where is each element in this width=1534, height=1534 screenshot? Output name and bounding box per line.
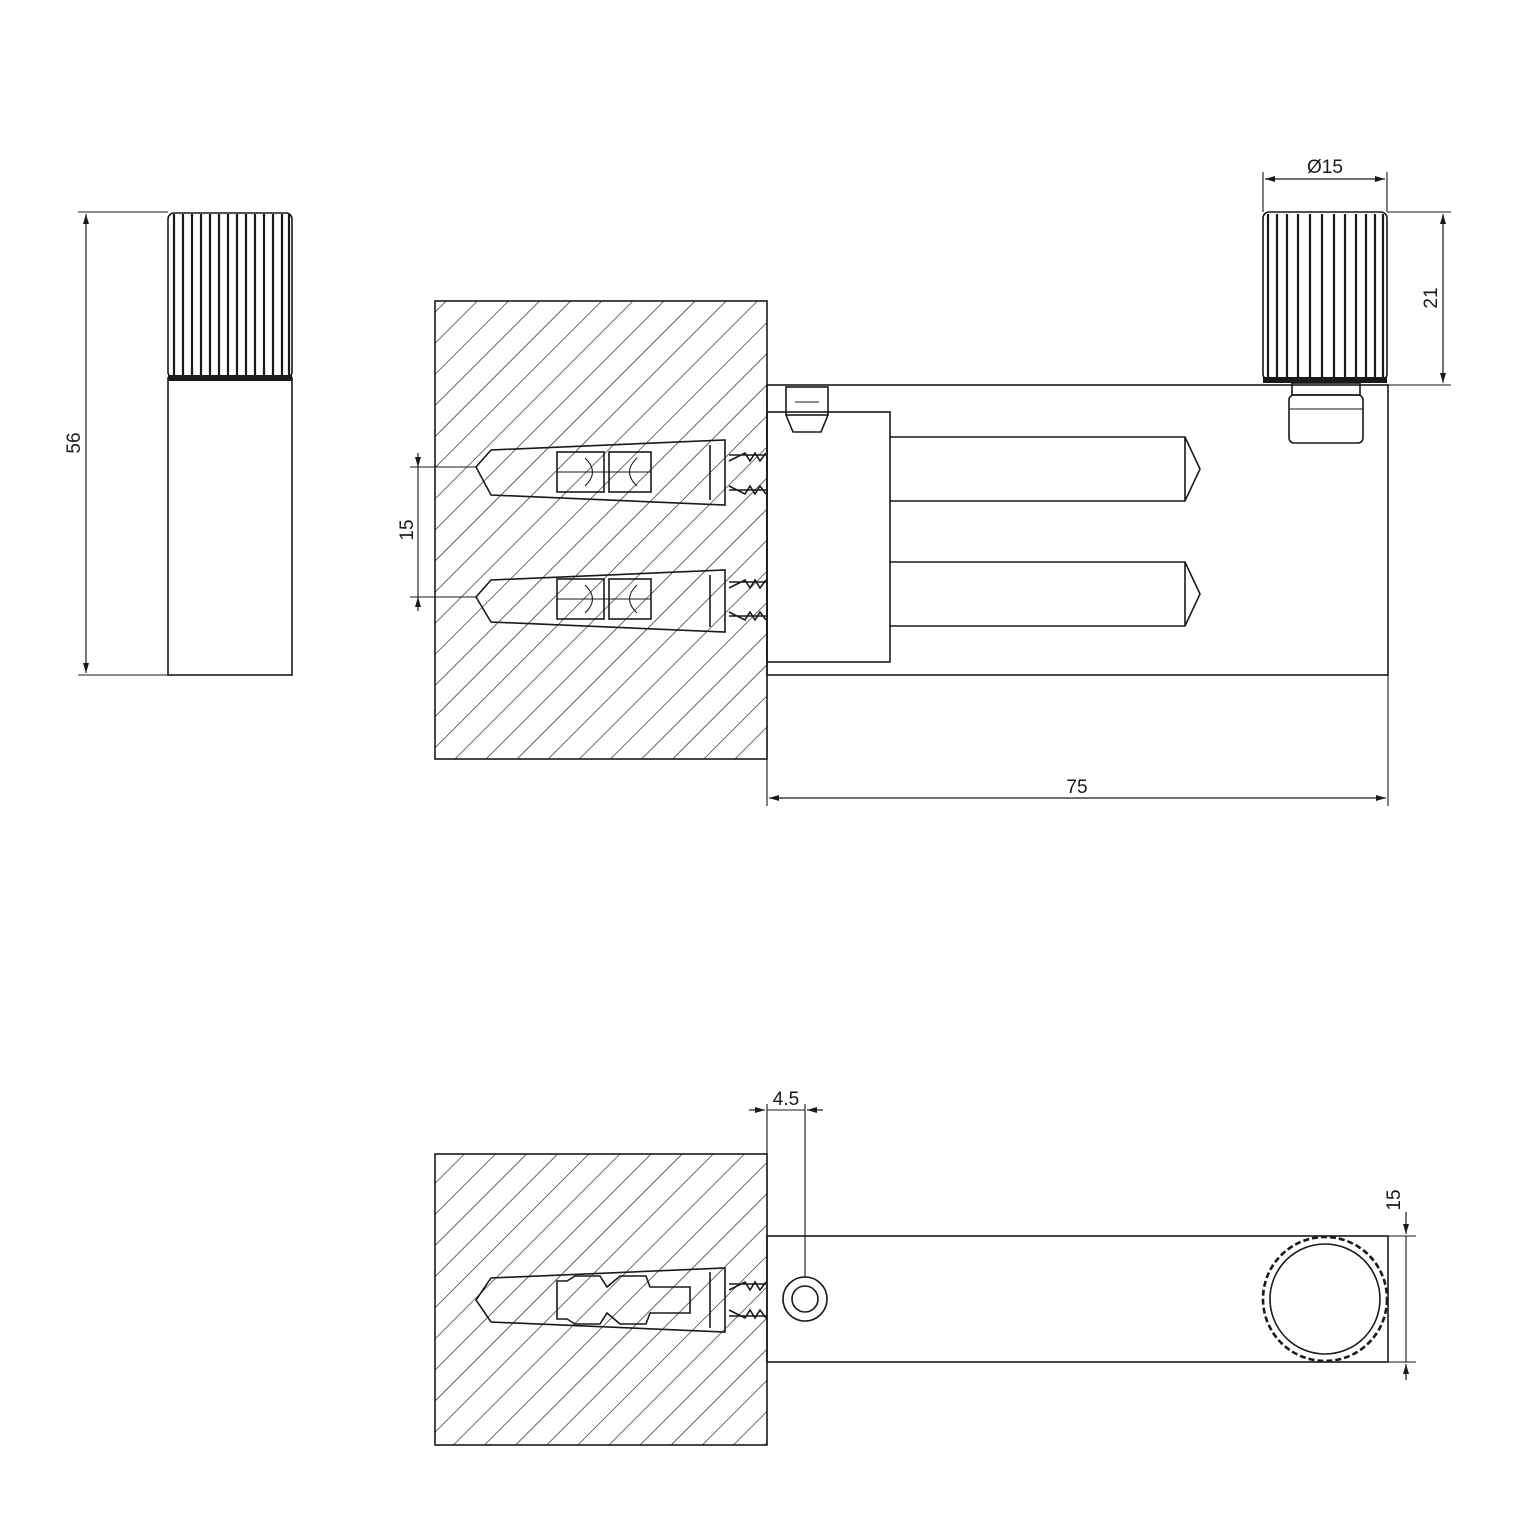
knob-height-label: 21	[1421, 287, 1442, 308]
hook-pin-upper	[890, 436, 1201, 502]
dimension-projection-length: 75	[766, 675, 1389, 806]
dimension-anchor-spacing: 15	[397, 453, 476, 611]
dimension-overall-height: 56	[64, 211, 168, 676]
bracket-body	[766, 384, 1389, 676]
mounting-plate	[766, 411, 891, 663]
front-view: Ø15 21 15 75	[397, 157, 1451, 806]
overall-height-label: 56	[64, 432, 85, 453]
dimension-bar-width: 15	[1384, 1189, 1416, 1380]
wall-section-front	[434, 300, 768, 760]
wall-section-top	[434, 1153, 768, 1446]
dimension-knob-diameter: Ø15	[1262, 157, 1388, 212]
grub-screw	[785, 386, 829, 433]
wall-anchor-upper	[475, 439, 767, 506]
side-view-body	[167, 377, 293, 676]
side-view: 56	[64, 211, 293, 676]
knob-diameter-label: Ø15	[1307, 157, 1343, 178]
projection-length-label: 75	[1066, 777, 1087, 798]
dimension-knob-height: 21	[1387, 211, 1451, 386]
dimension-screw-offset: 4.5	[749, 1089, 823, 1277]
side-view-knurled-knob	[167, 212, 293, 381]
anchor-spacing-label: 15	[397, 519, 418, 540]
top-view: 4.5 15	[434, 1089, 1416, 1446]
hook-pin-lower	[890, 561, 1201, 627]
knob-top-view	[1261, 1235, 1389, 1363]
screw-head-top-view	[782, 1276, 828, 1322]
screw-offset-label: 4.5	[773, 1089, 799, 1110]
wall-anchor-lower	[475, 569, 767, 633]
bar-width-label: 15	[1384, 1189, 1405, 1210]
front-knurled-knob	[1262, 211, 1388, 444]
wall-anchor-top-view	[475, 1267, 767, 1333]
